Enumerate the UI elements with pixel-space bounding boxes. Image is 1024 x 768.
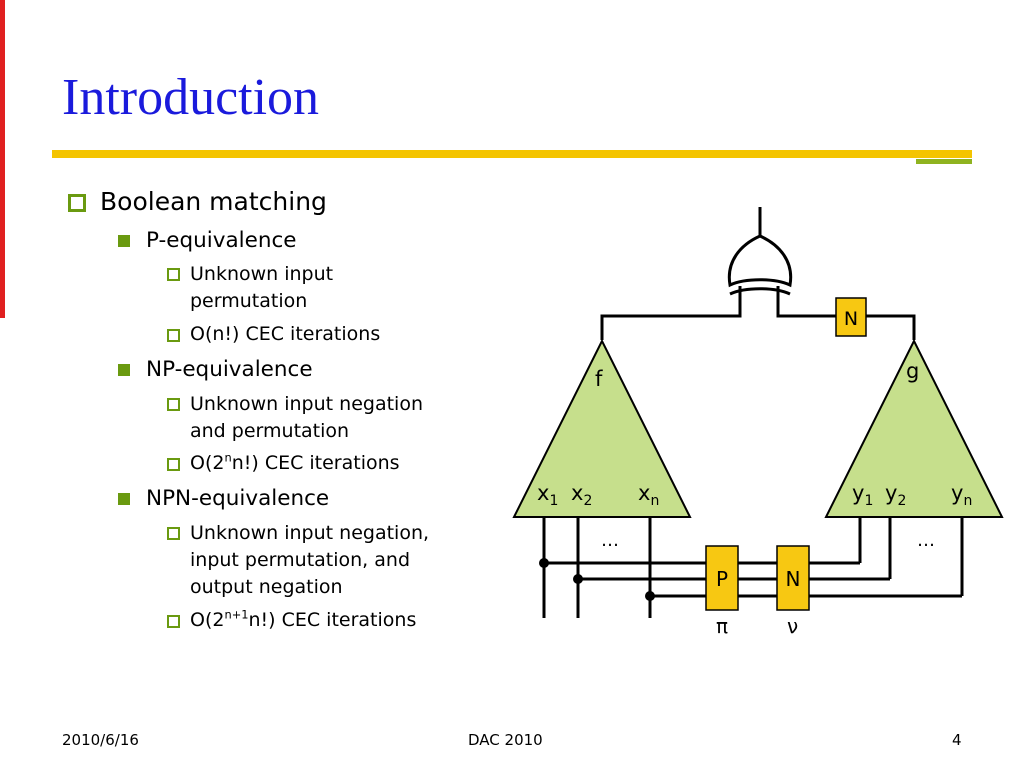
np-equiv-sub1-line2: and permutation	[190, 420, 350, 442]
title-underline-accent	[916, 159, 972, 164]
wire-f-to-gate	[600, 286, 742, 340]
input-y1-label: y1	[852, 481, 873, 509]
hollow-square-bullet-icon	[167, 398, 180, 411]
input-x2-label: x2	[571, 481, 592, 509]
title-underline	[52, 150, 972, 158]
filled-square-bullet-icon	[118, 493, 130, 505]
input-yn-label: yn	[951, 481, 972, 509]
hollow-square-bullet-icon	[167, 615, 180, 628]
hollow-square-bullet-icon	[68, 194, 86, 212]
np-equiv-sub1-line1: Unknown input negation	[190, 393, 423, 415]
bullet-npn-equivalence: NPN-equivalence	[146, 486, 330, 511]
circuit-g-triangle	[824, 338, 1004, 518]
npn-equiv-sub1-line2: input permutation, and	[190, 549, 411, 571]
output-negation-box	[835, 297, 867, 337]
p-equiv-sub1-line1: Unknown input	[190, 263, 334, 285]
left-accent-bar	[0, 0, 5, 318]
input-negation-box	[776, 545, 810, 611]
footer-conference: DAC 2010	[468, 731, 543, 749]
np-equiv-sub2: O(2nn!) CEC iterations	[190, 450, 400, 474]
ellipsis-left: …	[601, 530, 619, 551]
junction-dot	[573, 574, 583, 584]
hollow-square-bullet-icon	[167, 268, 180, 281]
filled-square-bullet-icon	[118, 235, 130, 247]
hollow-square-bullet-icon	[167, 329, 180, 342]
slide-title: Introduction	[62, 69, 320, 126]
p-equiv-sub2: O(n!) CEC iterations	[190, 323, 381, 345]
circuit-f-label: f	[595, 367, 603, 391]
junction-dot	[539, 558, 549, 568]
circuit-g-label: g	[906, 359, 919, 383]
input-y2-label: y2	[885, 481, 906, 509]
permutation-box	[705, 545, 739, 611]
hollow-square-bullet-icon	[167, 458, 180, 471]
circuit-f-triangle	[512, 338, 692, 518]
hollow-square-bullet-icon	[167, 527, 180, 540]
nu-symbol: ν	[787, 614, 798, 638]
npn-equiv-sub1-line1: Unknown input negation,	[190, 522, 430, 544]
ellipsis-right: …	[917, 530, 935, 551]
input-xn-label: xn	[638, 481, 659, 509]
output-negation-label: N	[844, 308, 858, 330]
npn-equiv-sub2: O(2n+1n!) CEC iterations	[190, 607, 417, 631]
footer-date: 2010/6/16	[62, 731, 139, 749]
xor-gate-icon	[727, 234, 793, 288]
input-x1-label: x1	[537, 481, 558, 509]
bullet-np-equivalence: NP-equivalence	[146, 357, 313, 382]
junction-dot	[645, 591, 655, 601]
footer-page-number: 4	[952, 731, 962, 749]
bullet-p-equivalence: P-equivalence	[146, 228, 297, 253]
pi-symbol: π	[716, 614, 728, 638]
p-equiv-sub1-line2: permutation	[190, 290, 308, 312]
bullet-list: Boolean matching P-equivalence Unknown i…	[0, 0, 500, 700]
npn-equiv-sub1-line3: output negation	[190, 576, 343, 598]
bullet-boolean-matching: Boolean matching	[100, 187, 327, 216]
xor-gate-input-arc	[729, 287, 791, 296]
input-negation-label: N	[786, 567, 801, 591]
filled-square-bullet-icon	[118, 364, 130, 376]
permutation-label: P	[716, 567, 728, 591]
